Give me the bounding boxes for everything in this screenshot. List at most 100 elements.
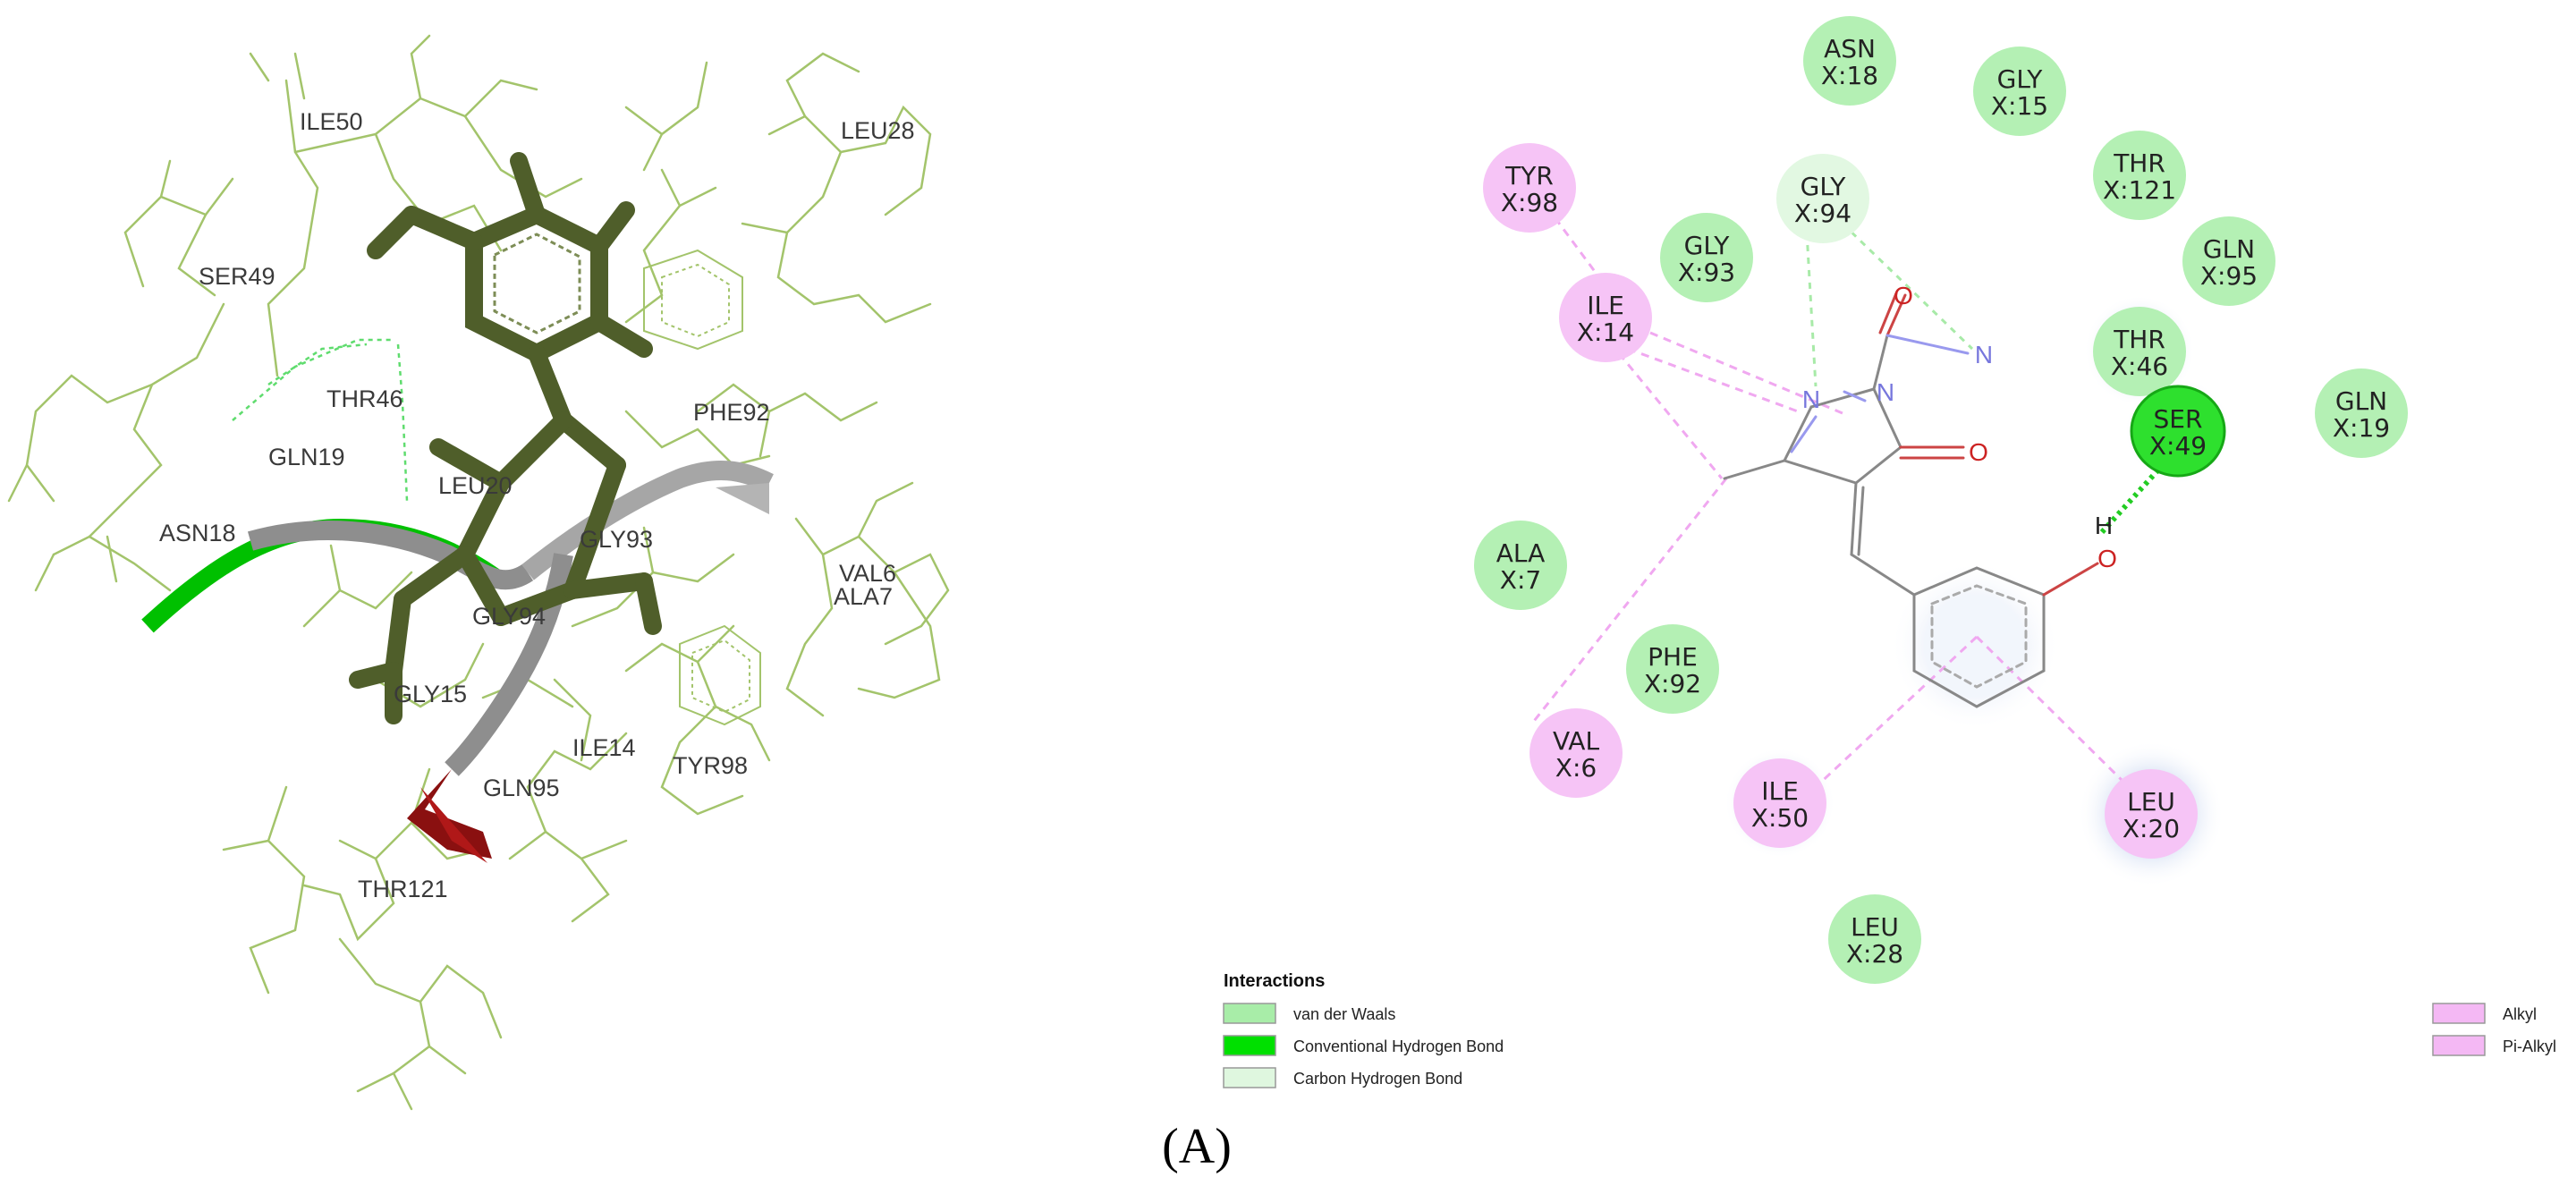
residue-name: ASN [1824, 34, 1876, 64]
residue-number: X:14 [1577, 318, 1634, 347]
residue-disc-shape [2315, 368, 2408, 458]
legend-swatch [1223, 1035, 1276, 1056]
residue-name: LEU [1851, 912, 1899, 942]
legend-swatch [1223, 1067, 1276, 1088]
protein-ribbon [141, 461, 774, 863]
residue-disc-shape [1776, 154, 1869, 243]
interaction-lines [1528, 182, 2172, 789]
residue-label-3d: LEU20 [438, 472, 513, 499]
legend-swatch [1223, 1003, 1276, 1024]
residue-label-3d: ILE14 [572, 734, 636, 761]
residue-name: THR [2113, 325, 2165, 354]
residue-label-3d: THR46 [326, 385, 403, 412]
legend-title: Interactions [1224, 971, 1325, 991]
residue-number: X:93 [1678, 258, 1735, 287]
ligand-2d-structure [1723, 292, 2099, 708]
residue-disc-shape [2182, 216, 2275, 306]
ligand-3d-sticks [349, 152, 662, 724]
panel-label: (A) [1162, 1119, 1232, 1174]
legend-label: Carbon Hydrogen Bond [1293, 1070, 1462, 1088]
residue-name: GLY [1684, 231, 1731, 260]
residue-number: X:28 [1846, 939, 1903, 969]
residue-label-3d: ILE50 [300, 108, 363, 135]
aromatic-ring-ghosts [643, 249, 761, 726]
residue-number: X:94 [1794, 199, 1852, 228]
residue-label-3d: GLN19 [268, 444, 345, 470]
residue-name: ILE [1587, 291, 1624, 320]
residue-number: X:46 [2111, 351, 2168, 381]
residue-number: X:18 [1821, 61, 1878, 90]
residue-label-3d: LEU28 [841, 117, 915, 144]
residue-disc-shape [1828, 894, 1921, 984]
residue-disc-shape [2093, 307, 2186, 396]
residue-label-3d: VAL6 [839, 560, 896, 587]
residue-name: LEU [2127, 787, 2175, 817]
residue-name: GLY [1801, 172, 1847, 201]
carbon-hbond-line [1841, 222, 1974, 351]
residue-number: X:92 [1644, 669, 1701, 699]
residue-number: X:49 [2149, 431, 2207, 461]
legend-label: Alkyl [2503, 1005, 2537, 1023]
legend-label: Conventional Hydrogen Bond [1293, 1037, 1504, 1055]
alkyl-line [1530, 478, 1728, 725]
pi-alkyl-line [1975, 635, 2126, 784]
residue-number: X:19 [2333, 413, 2390, 443]
alkyl-line [1617, 352, 1724, 479]
residue-disc-shape [1559, 273, 1652, 362]
atom-o-hydroxyl: O [2097, 545, 2117, 572]
legend-label: Pi-Alkyl [2503, 1037, 2556, 1055]
legend-label: van der Waals [1293, 1005, 1395, 1023]
residue-label-3d: ALA7 [834, 583, 893, 610]
residue-name: SER [2154, 404, 2203, 434]
residue-disc-shape [1733, 758, 1826, 848]
residue-name: ILE [1761, 776, 1799, 806]
residue-disc-shape [1474, 521, 1567, 610]
residue-name: GLN [2335, 386, 2387, 416]
carbon-hbond-line [1805, 232, 1818, 387]
residue-number: X:121 [2103, 175, 2176, 205]
residue-label-3d: TYR98 [673, 752, 748, 779]
residue-number: X:98 [1501, 188, 1558, 217]
alkyl-line [1627, 347, 1799, 413]
residue-label-3d: ASN18 [159, 520, 236, 546]
residue-name: GLN [2203, 234, 2255, 264]
residue-name: TYR [1504, 161, 1554, 191]
alkyl-line [1649, 331, 1843, 415]
residue-label-3d: THR121 [358, 876, 448, 902]
residue-label-3d: GLY94 [472, 603, 546, 630]
residue-disc-shape [1626, 624, 1719, 714]
atom-h-hydroxyl: H [2095, 512, 2113, 539]
residue-number: X:7 [1500, 565, 1541, 595]
residue-disc-shape [1973, 47, 2066, 136]
residue-name: PHE [1648, 642, 1698, 672]
residue-label-3d: SER49 [199, 263, 275, 290]
residue-number: X:50 [1751, 803, 1809, 833]
residue-label-3d: GLY93 [580, 526, 653, 553]
residue-name: ALA [1496, 538, 1546, 568]
ligand-3d-inner-ring [493, 233, 581, 334]
legend-swatch [2432, 1035, 2486, 1056]
residue-label-3d: GLY15 [394, 681, 467, 707]
atom-o-amide: O [1894, 282, 1913, 309]
residue-label-3d: PHE92 [693, 399, 770, 426]
legend-swatch [2432, 1003, 2486, 1024]
residue-number: X:95 [2200, 261, 2258, 291]
protein-residue-lines [7, 34, 950, 1111]
